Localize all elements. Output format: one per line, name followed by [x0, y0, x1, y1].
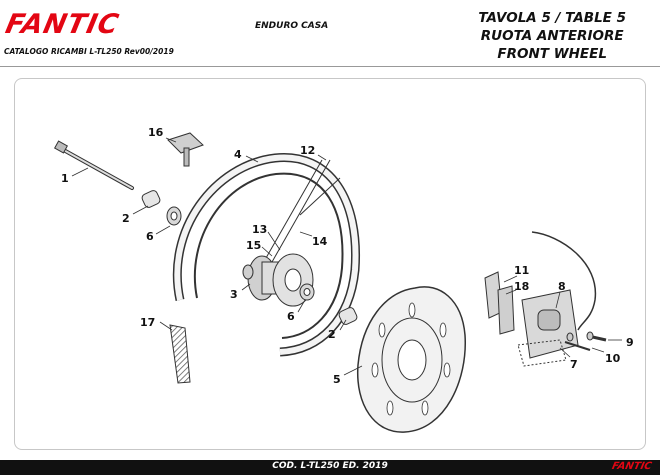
part-spokes: [265, 159, 341, 263]
callout-14: 14: [312, 235, 328, 248]
callout-2-upper: 2: [122, 212, 130, 225]
callout-8: 8: [558, 280, 566, 293]
part-caliper: [517, 289, 579, 367]
part-brake-disc: [356, 286, 466, 433]
header-divider: [0, 66, 660, 67]
callout-7: 7: [570, 358, 578, 371]
part-bolts: [564, 331, 607, 351]
callout-16: 16: [148, 126, 164, 139]
callout-5: 5: [333, 373, 341, 386]
catalog-reference: CATALOGO RICAMBI L-TL250 Rev00/2019: [4, 47, 174, 56]
model-subtitle: ENDURO CASA: [255, 21, 329, 31]
part-bearing-lower: [299, 283, 315, 301]
callout-6-lower: 6: [287, 310, 295, 323]
footer: COD. L-TL250 ED. 2019 FANTIC: [0, 460, 660, 475]
callout-2-lower: 2: [328, 328, 336, 341]
callout-15: 15: [246, 239, 261, 252]
part-rim: [172, 153, 361, 357]
callout-4: 4: [234, 148, 242, 161]
title-block: TAVOLA 5 / TABLE 5 RUOTA ANTERIORE FRONT…: [478, 9, 626, 63]
callout-17: 17: [140, 316, 155, 329]
title-italian: RUOTA ANTERIORE: [480, 28, 624, 44]
callout-1: 1: [61, 172, 69, 185]
part-bearing-upper: [166, 206, 182, 226]
callout-9: 9: [626, 336, 634, 349]
title-english: FRONT WHEEL: [497, 46, 607, 62]
diagram-frame: [14, 78, 646, 450]
footer-fantic-logo: FANTIC: [611, 461, 654, 472]
callout-10: 10: [605, 352, 621, 365]
part-brake-pads: [484, 271, 515, 335]
callout-3: 3: [230, 288, 238, 301]
part-spacer-upper: [141, 190, 161, 208]
part-valve: [167, 132, 204, 167]
part-axle: [54, 140, 134, 190]
callout-6-upper: 6: [146, 230, 154, 243]
header: FANTIC CATALOGO RICAMBI L-TL250 Rev00/20…: [0, 0, 660, 66]
part-brake-hose: [531, 231, 597, 331]
part-spacer-lower: [338, 307, 358, 325]
part-rim-tape: [169, 324, 191, 384]
callout-18: 18: [514, 280, 529, 293]
footer-code: COD. L-TL250 ED. 2019: [272, 461, 388, 471]
callout-13: 13: [252, 223, 267, 236]
callout-12: 12: [300, 144, 315, 157]
callout-11: 11: [514, 264, 529, 277]
table-number: TAVOLA 5 / TABLE 5: [478, 10, 626, 26]
leader-lines: [71, 137, 622, 376]
